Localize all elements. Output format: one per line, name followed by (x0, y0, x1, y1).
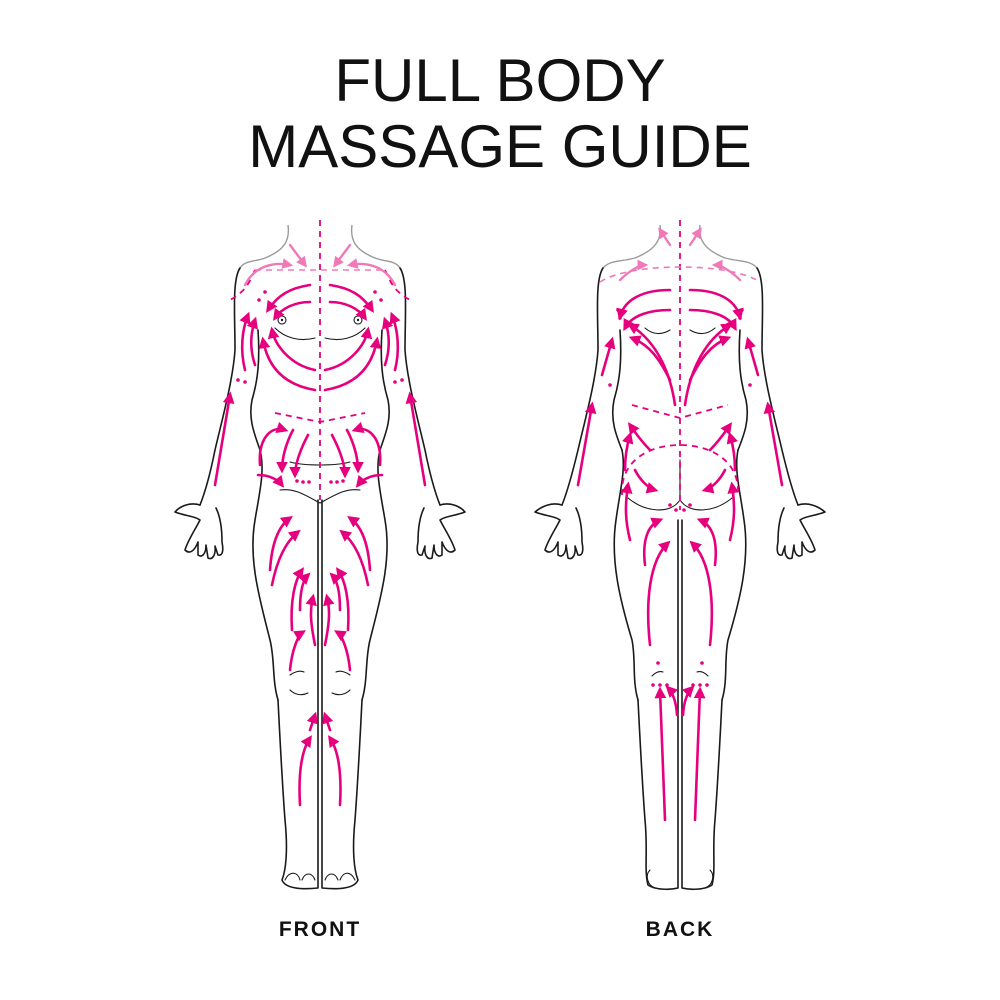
title-line-2: MASSAGE GUIDE (248, 113, 752, 180)
back-body-figure (520, 220, 840, 910)
front-body-figure (160, 220, 480, 910)
page-title: FULL BODY MASSAGE GUIDE (0, 48, 1000, 180)
back-body-diagram-icon (534, 220, 826, 891)
front-body-diagram-icon (174, 220, 466, 890)
front-label: FRONT (278, 918, 362, 941)
back-label: BACK (645, 918, 715, 941)
title-line-1: FULL BODY (334, 47, 666, 114)
